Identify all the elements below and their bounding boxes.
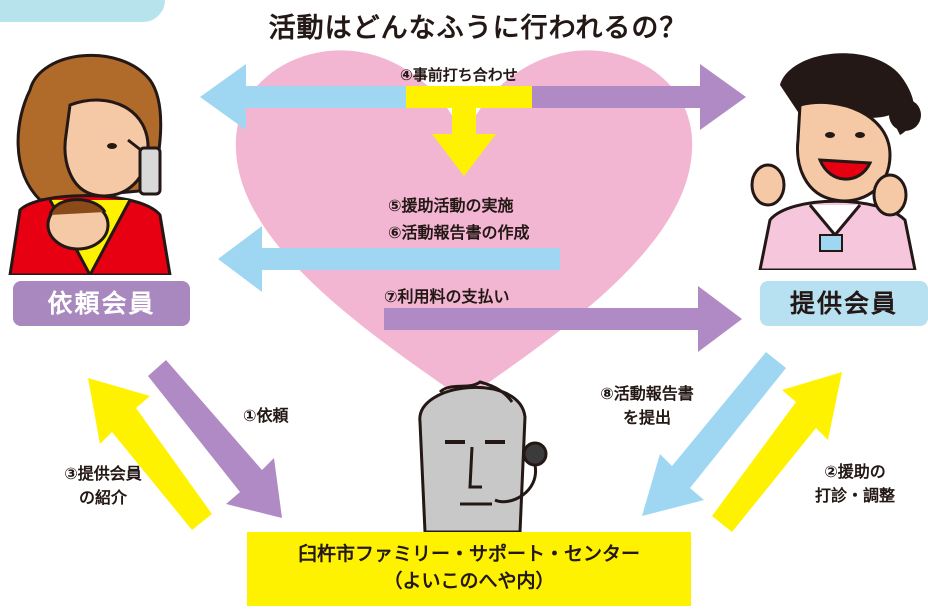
requester-member-box: 依頼会員 [13,281,190,326]
step-3-line1: ③提供会員 [64,464,142,483]
arrow-2 [712,372,842,532]
page-title: 活動はどんなふうに行われるの？ [268,13,688,44]
arrow-1 [148,360,282,518]
arrow-6-shaft [250,248,560,270]
requester-illustration [8,53,172,275]
mascot-illustration [418,380,548,534]
arrow-7-shaft [384,308,704,330]
step-6-label: ⑥活動報告書の作成 [388,223,530,242]
step-3-line2: の紹介 [78,488,127,507]
step-8-line1: ⑧活動報告書 [600,384,694,403]
step-2-line1: ②援助の [824,462,886,481]
step-1-label: ①依頼 [243,406,289,425]
arrow-4-left-head [200,64,246,130]
step-7-label: ⑦利用料の支払い [384,287,510,306]
arrow-7-head [698,286,742,352]
arrow-down-yellow-head [432,134,496,176]
arrow-4-purple-segment [532,86,712,108]
step-8-line2: を提出 [622,408,671,427]
step-5-label: ⑤援助活動の実施 [388,196,514,215]
step-4-label: ④事前打ち合わせ [400,66,518,84]
arrow-3 [88,378,212,530]
support-center-box: 臼杵市ファミリー・サポート・センター （よいこのへや内） [247,532,691,606]
step-2-line2: 打診・調整 [814,486,895,505]
corner-tab [0,0,165,22]
step-2-label: ②援助の 打診・調整 [790,458,920,506]
support-center-name: 臼杵市ファミリー・サポート・センター [297,543,640,565]
arrow-8 [642,352,786,516]
provider-illustration [750,53,921,270]
arrow-4-right-head [700,64,746,130]
arrow-4-yellow-segment [406,86,534,108]
step-8-label: ⑧活動報告書 を提出 [582,380,712,428]
step-3-label: ③提供会員 の紹介 [43,460,163,508]
support-center-location: （よいこのへや内） [383,570,555,592]
arrow-4-blue-segment [232,86,408,108]
arrow-6-head [218,226,262,292]
provider-member-box: 提供会員 [760,281,928,326]
